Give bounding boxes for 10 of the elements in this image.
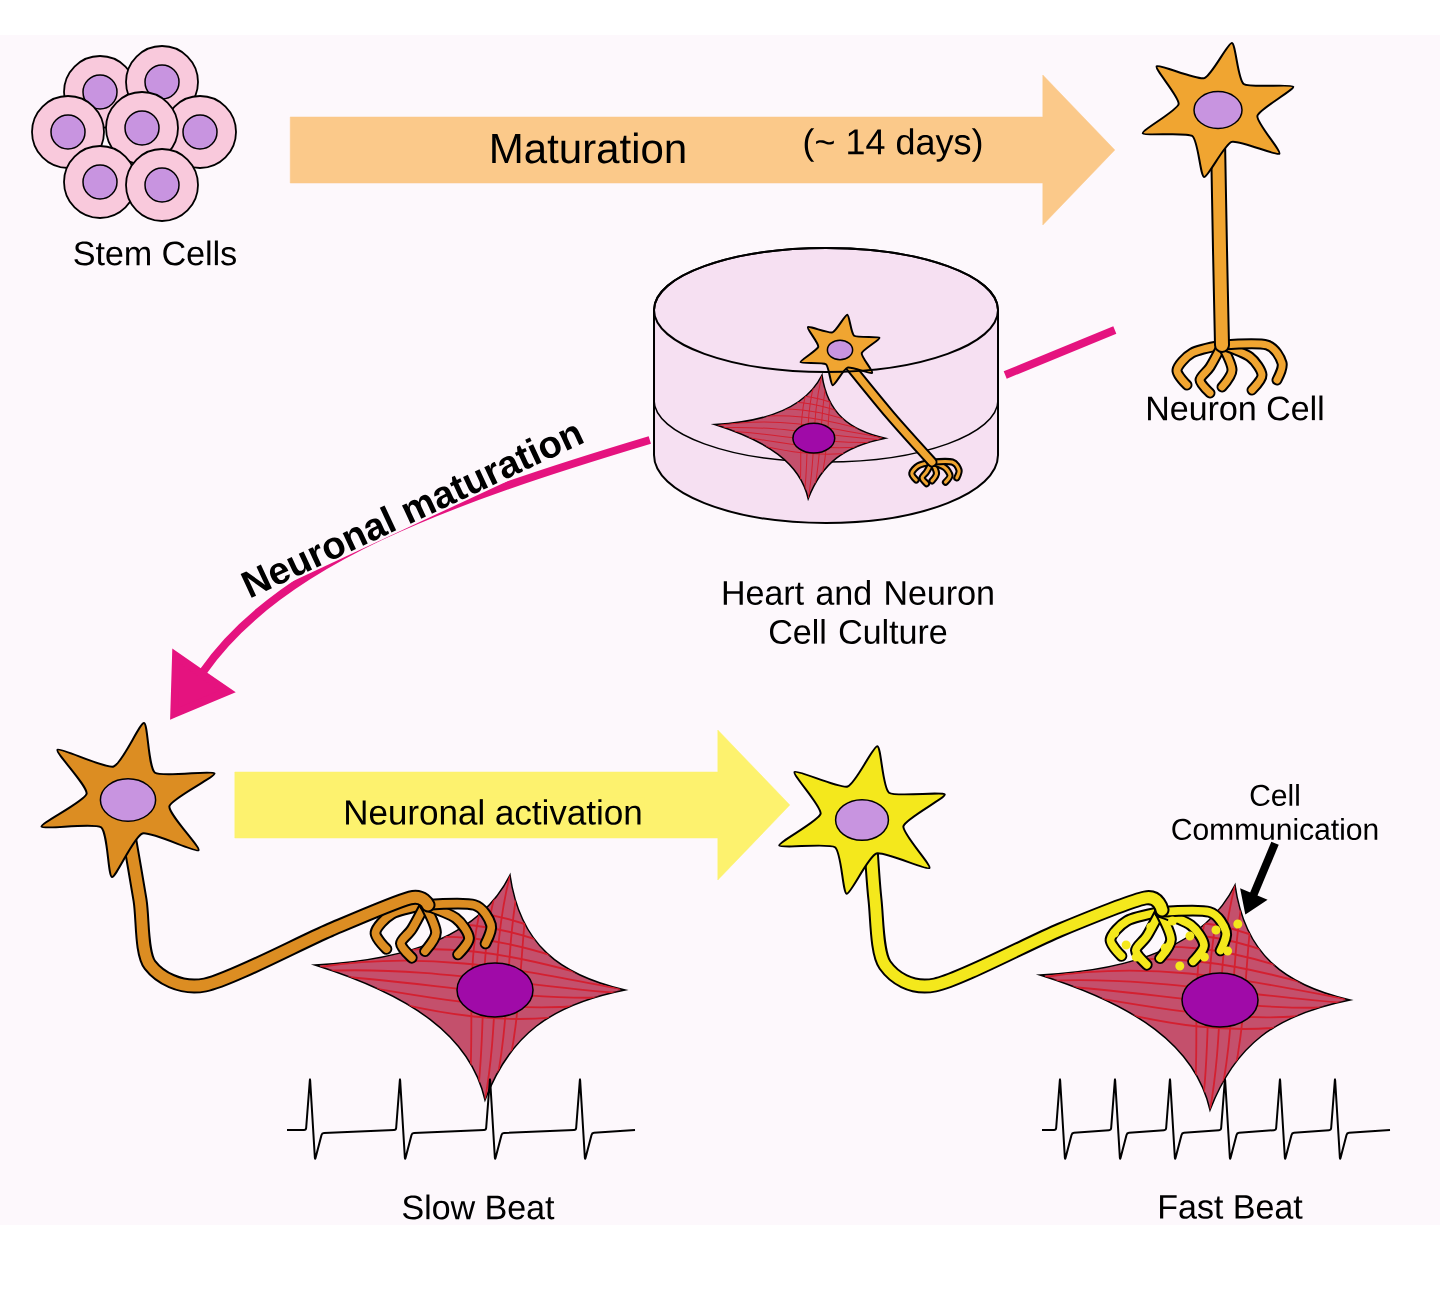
connector-line — [1003, 326, 1117, 379]
cell-label: Stem Cells — [74, 240, 236, 266]
cell-label: Neuron Cell — [1148, 395, 1323, 421]
edge-label: Neuronal activation — [341, 797, 645, 827]
cell-label: Fast Beat — [1160, 1195, 1303, 1219]
duration-label: (~ 14 days) — [800, 126, 986, 164]
cell-label: Heart and Neuron Cell Culture — [723, 580, 993, 644]
cell-label: Slow Beat — [403, 1194, 555, 1220]
edge-label: Maturation — [486, 130, 690, 166]
cell-label: Cell Communication — [1172, 784, 1378, 840]
